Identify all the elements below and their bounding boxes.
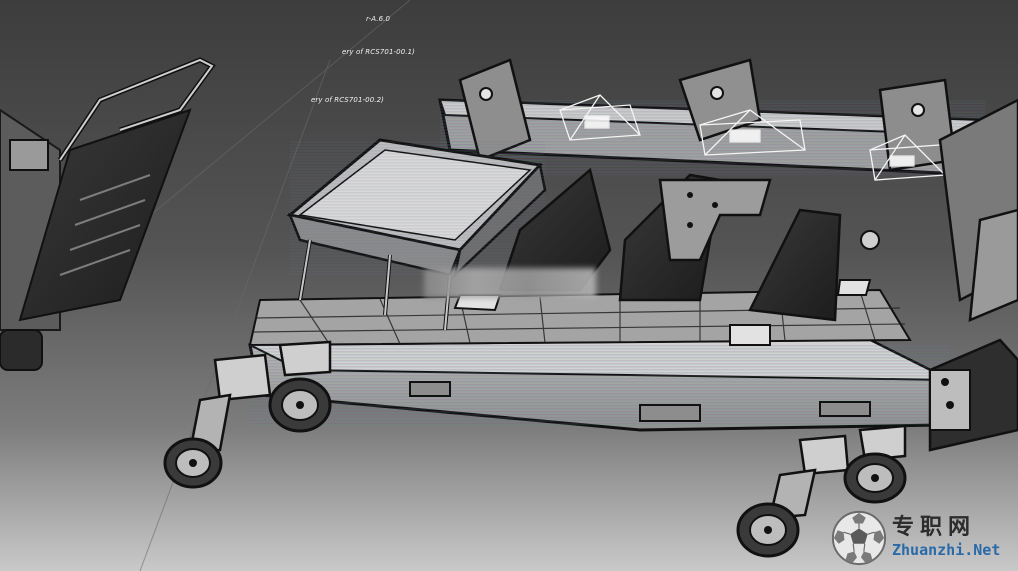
soccer-ball-icon	[831, 510, 887, 566]
site-watermark: 专职网 Zhuanzhi.Net	[830, 503, 1012, 567]
right-end-assembly	[928, 98, 1018, 452]
caster-wheel-rear-right	[843, 424, 907, 504]
model-tree-label: ery of RCS701-00.2)	[311, 96, 384, 104]
support-columns	[498, 167, 880, 322]
model-tree-label: ery of RCS701-00.1)	[342, 48, 415, 56]
plate-underside-ribs	[409, 381, 871, 422]
caster-wheel-front-right	[736, 434, 850, 558]
caster-wheel-rear-left	[268, 340, 332, 433]
watermark-site-text: Zhuanzhi.Net	[892, 541, 1001, 559]
left-fixture-part	[0, 57, 216, 371]
locator-blocks	[453, 279, 872, 346]
blurred-region	[424, 268, 596, 298]
left-tray	[286, 138, 547, 331]
caster-wheel-front-left	[163, 353, 272, 489]
model-tree-label: r-A.6.0	[366, 15, 390, 23]
watermark-chinese-text: 专职网	[892, 514, 977, 540]
